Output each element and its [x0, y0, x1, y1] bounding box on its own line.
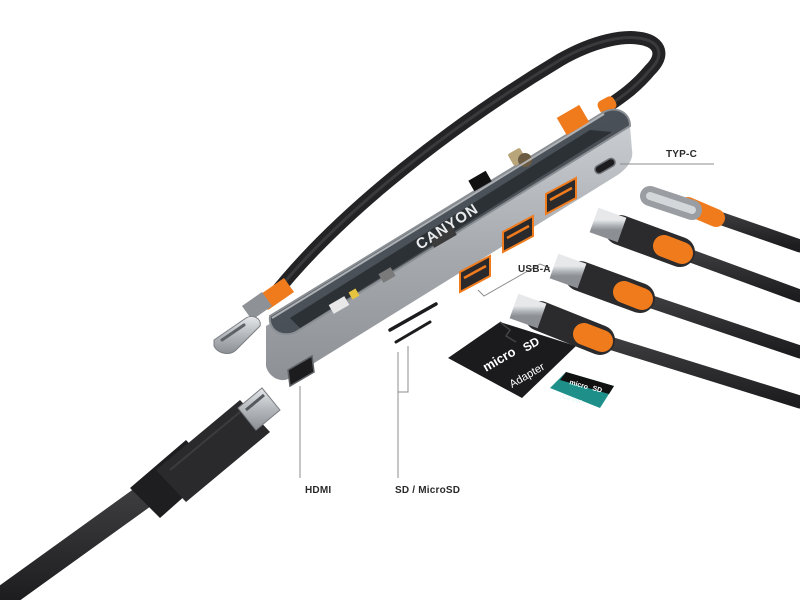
- microsd-brand: Canyon: [561, 394, 583, 405]
- usb-a-port-1: [459, 254, 491, 294]
- label-usb-a: USB-A: [518, 264, 551, 275]
- hdmi-cable: [0, 387, 281, 600]
- usba-leader: [477, 263, 551, 297]
- label-leaders: [299, 163, 714, 478]
- label-hdmi: HDMI: [305, 485, 332, 496]
- usb-a-port-2: [502, 214, 534, 254]
- usb-c-cable: [263, 31, 666, 307]
- sd-slot: [388, 302, 438, 344]
- usb-a-cable-3: [509, 293, 800, 409]
- microsd-text-1: micro: [568, 379, 588, 391]
- usb-c-plug-upstream: [213, 278, 294, 354]
- hub-ports: [287, 157, 616, 388]
- label-type-c: TYP-C: [666, 149, 697, 160]
- label-sd-microsd: SD / MicroSD: [395, 485, 461, 496]
- microsd-card: micro SD Canyon: [550, 372, 614, 408]
- usb-c-cable-right: [640, 186, 800, 253]
- usb-a-cable-1: [589, 207, 800, 303]
- microsd-text-2: SD: [591, 385, 602, 394]
- usb-a-cable-2: [549, 253, 800, 359]
- microsd-leader: [398, 346, 409, 393]
- usb-a-port-3: [545, 176, 577, 216]
- hdmi-port: [287, 354, 315, 388]
- sd-adapter-card: micro SD Adapter: [448, 321, 576, 398]
- usb-c-port: [594, 157, 616, 175]
